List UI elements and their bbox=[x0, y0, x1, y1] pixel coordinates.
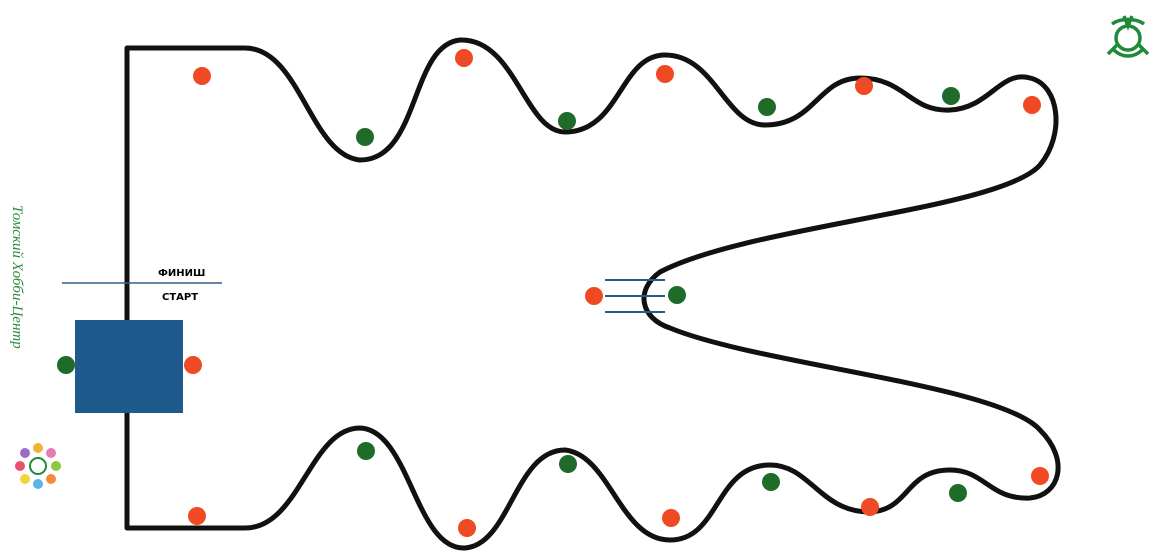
green-marker bbox=[357, 442, 375, 460]
red-marker bbox=[1031, 467, 1049, 485]
red-marker bbox=[656, 65, 674, 83]
green-marker bbox=[668, 286, 686, 304]
red-marker bbox=[458, 519, 476, 537]
side-organization-text: Томский Хобби-Центр bbox=[9, 205, 25, 349]
red-marker bbox=[585, 287, 603, 305]
red-marker bbox=[855, 77, 873, 95]
red-marker bbox=[188, 507, 206, 525]
red-marker bbox=[861, 498, 879, 516]
green-marker bbox=[762, 473, 780, 491]
green-marker bbox=[559, 455, 577, 473]
green-marker bbox=[942, 87, 960, 105]
finish-label: ФИНИШ bbox=[158, 268, 205, 279]
knot-logo-icon bbox=[1106, 15, 1150, 58]
red-marker bbox=[1023, 96, 1041, 114]
start-label: СТАРТ bbox=[162, 292, 198, 303]
red-marker bbox=[662, 509, 680, 527]
gate-lines bbox=[605, 279, 665, 313]
red-marker bbox=[193, 67, 211, 85]
red-marker bbox=[184, 356, 202, 374]
green-marker bbox=[57, 356, 75, 374]
red-marker bbox=[455, 49, 473, 67]
green-marker bbox=[758, 98, 776, 116]
green-marker bbox=[558, 112, 576, 130]
green-marker bbox=[949, 484, 967, 502]
track-outline bbox=[124, 37, 1061, 551]
markers-group bbox=[57, 49, 1049, 537]
flower-logo-icon bbox=[15, 443, 61, 489]
green-marker bbox=[356, 128, 374, 146]
start-box bbox=[75, 320, 183, 413]
